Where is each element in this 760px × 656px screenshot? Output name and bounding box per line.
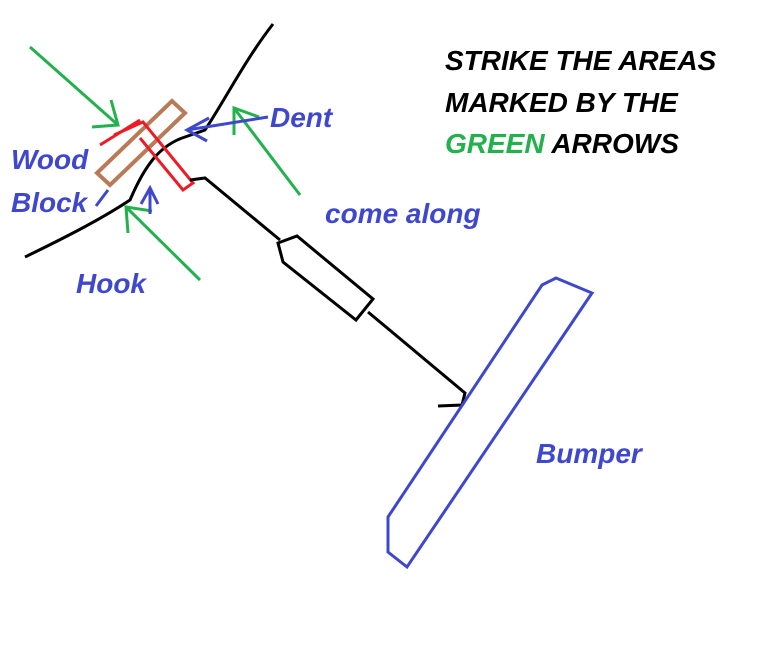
green-arrow-top-left [29,45,120,129]
label-wood-line-2: Block [11,187,89,218]
label-bumper: Bumper [536,438,644,469]
title-line-1: STRIKE THE AREAS [445,45,717,76]
label-hook: Hook [76,268,147,299]
blue-pointer-wood-block [94,189,110,207]
come-along-tool [276,234,376,323]
blue-arrow-dent [183,115,269,143]
title-arrows-word: ARROWS [545,128,680,159]
green-arrow-dent [232,105,302,196]
label-come-along: come along [325,198,481,229]
chain-to-come-along [189,176,281,242]
panel-upper-edge [24,23,275,259]
label-dent: Dent [270,102,334,133]
title-line-2: MARKED BY THE [445,87,679,118]
hook [113,120,196,193]
cable-to-bumper [367,310,467,408]
bumper [386,276,595,570]
hook-tip [99,118,141,147]
green-arrow-hook [124,205,202,282]
title-line-3: GREEN ARROWS [445,128,679,159]
title-green-word: GREEN [445,128,545,159]
blue-arrow-hook [139,184,160,214]
label-wood-line-1: Wood [11,144,89,175]
